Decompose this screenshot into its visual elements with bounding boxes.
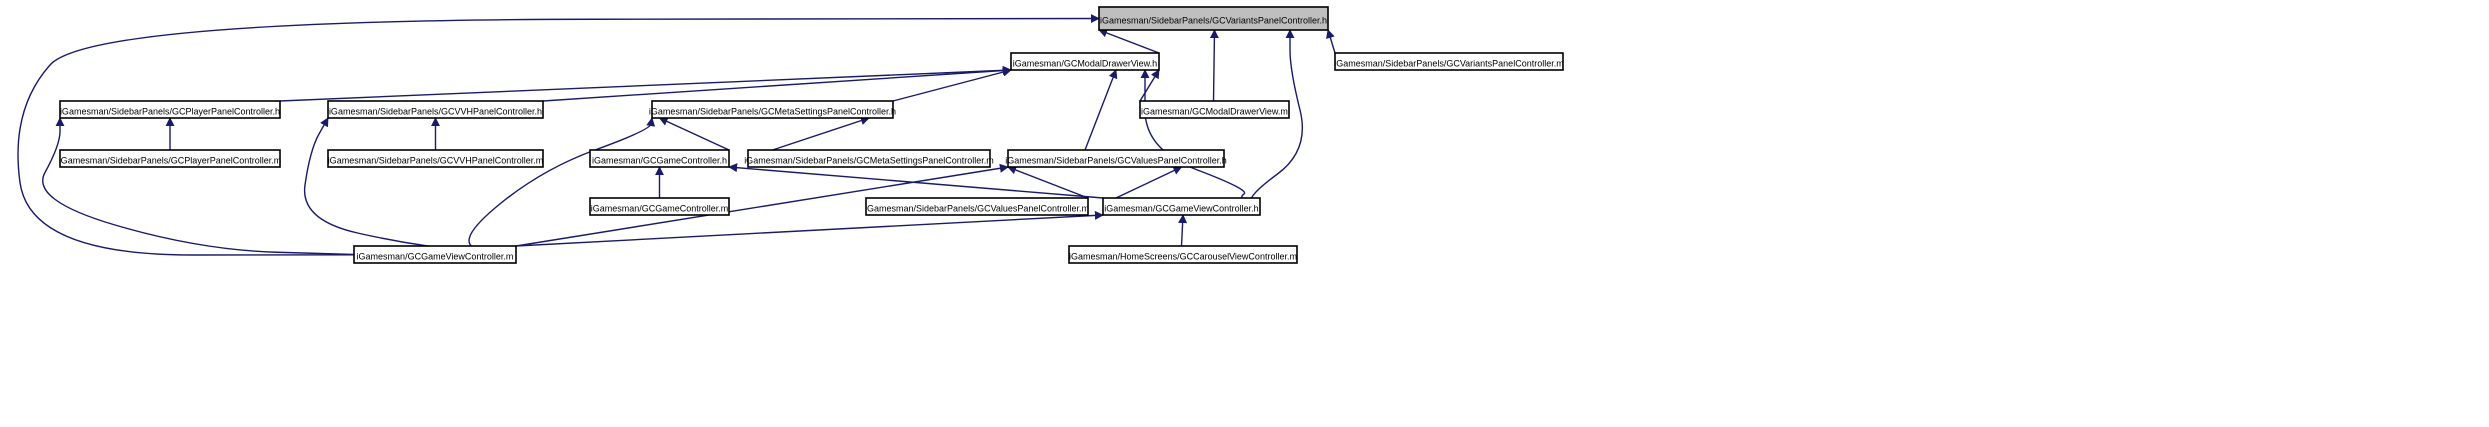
edge-modal_h-to-gameview_h <box>1140 69 1261 208</box>
edge-gameview_h-to-carousel_m <box>1178 214 1188 247</box>
node-label: iGamesman/SidebarPanels/GCPlayerPanelCon… <box>59 156 282 166</box>
edge-meta_h-to-meta_m <box>772 116 870 151</box>
graph-node[interactable]: iGamesman/GCModalDrawerView.m <box>1139 100 1290 119</box>
root-node-box[interactable] <box>1098 6 1329 31</box>
graph-node[interactable]: iGamesman/SidebarPanels/GCPlayerPanelCon… <box>59 100 281 119</box>
graph-node[interactable]: iGamesman/GCGameViewController.h <box>1102 197 1261 216</box>
node-box[interactable] <box>651 100 894 119</box>
node-box[interactable] <box>1139 100 1290 119</box>
edge-meta_h-to-gameview_m <box>468 117 656 256</box>
graph-node[interactable]: iGamesman/HomeScreens/GCCarouselViewCont… <box>1068 245 1298 264</box>
node-label: iGamesman/GCModalDrawerView.m <box>1141 107 1288 117</box>
node-label: iGamesman/SidebarPanels/GCMetaSettingsPa… <box>744 156 994 166</box>
edge-meta_h-to-gamectrl_h <box>658 117 730 151</box>
node-box[interactable] <box>1068 245 1298 264</box>
edge-values_h-to-values_m <box>1007 165 1089 199</box>
node-box[interactable] <box>1007 149 1225 168</box>
graph-node[interactable]: iGamesman/SidebarPanels/GCVariantsPanelC… <box>1098 6 1329 31</box>
graph-node[interactable]: iGamesman/SidebarPanels/GCMetaSettingsPa… <box>744 149 994 168</box>
node-box[interactable] <box>589 197 730 216</box>
edge-root-to-modal_m <box>1209 29 1219 102</box>
edge-gamectrl_h-to-gameview_h <box>728 163 1104 199</box>
edge-vvh_h-to-gameview_m <box>303 117 517 256</box>
edge-gameview_h-to-gameview_m <box>515 210 1104 247</box>
node-box[interactable] <box>1102 197 1261 216</box>
node-label: iGamesman/GCGameViewController.m <box>357 252 514 262</box>
graph-node[interactable]: iGamesman/SidebarPanels/GCPlayerPanelCon… <box>59 149 282 168</box>
node-label: iGamesman/SidebarPanels/GCValuesPanelCon… <box>1005 156 1226 166</box>
node-label: iGamesman/SidebarPanels/GCVVHPanelContro… <box>328 156 544 166</box>
edge-modal_h-to-values_h <box>1084 69 1118 151</box>
graph-node[interactable]: iGamesman/GCModalDrawerView.h <box>1010 52 1160 71</box>
node-label: iGamesman/SidebarPanels/GCValuesPanelCon… <box>865 204 1089 214</box>
node-label: iGamesman/HomeScreens/GCCarouselViewCont… <box>1069 252 1297 262</box>
node-label: iGamesman/GCGameController.m <box>591 204 729 214</box>
nodes-layer: iGamesman/SidebarPanels/GCVariantsPanelC… <box>59 6 1564 264</box>
node-box[interactable] <box>1010 52 1160 71</box>
node-label: iGamesman/SidebarPanels/GCVariantsPanelC… <box>1334 59 1563 69</box>
node-box[interactable] <box>353 245 517 264</box>
node-box[interactable] <box>59 100 281 119</box>
edge-root-to-gameview_m <box>17 14 1100 256</box>
edge-modal_h-to-vvh_h <box>542 66 1012 102</box>
edge-player_h-to-gameview_m <box>42 117 355 256</box>
node-label: iGamesman/SidebarPanels/GCVVHPanelContro… <box>329 107 542 117</box>
node-label: iGamesman/GCGameController.h <box>592 156 727 166</box>
edge-values_h-to-gameview_h <box>1115 166 1183 199</box>
node-box[interactable] <box>327 149 544 168</box>
edge-values_h-to-gameview_m <box>515 163 1009 247</box>
node-label: iGamesman/GCModalDrawerView.h <box>1013 59 1157 69</box>
node-label: iGamesman/GCGameViewController.h <box>1104 204 1258 214</box>
graph-node[interactable]: iGamesman/SidebarPanels/GCValuesPanelCon… <box>865 197 1089 216</box>
graph-node[interactable]: iGamesman/SidebarPanels/GCVariantsPanelC… <box>1334 52 1564 71</box>
node-label: iGamesman/SidebarPanels/GCVariantsPanelC… <box>1100 16 1327 26</box>
node-box[interactable] <box>1334 52 1564 71</box>
node-box[interactable] <box>589 149 730 168</box>
edge-modal_h-to-meta_h <box>892 67 1012 102</box>
graph-node[interactable]: iGamesman/SidebarPanels/GCVVHPanelContro… <box>327 100 544 119</box>
edge-modal_h-to-modal_m <box>1139 69 1160 102</box>
graph-node[interactable]: iGamesman/GCGameViewController.m <box>353 245 517 264</box>
edge-modal_h-to-player_h <box>279 65 1012 102</box>
node-label: iGamesman/SidebarPanels/GCPlayerPanelCon… <box>60 107 280 117</box>
graph-node[interactable]: iGamesman/SidebarPanels/GCValuesPanelCon… <box>1005 149 1227 168</box>
graph-node[interactable]: iGamesman/SidebarPanels/GCMetaSettingsPa… <box>649 100 896 119</box>
graph-node[interactable]: iGamesman/GCGameController.h <box>589 149 730 168</box>
edge-root-to-modal_h <box>1098 28 1160 54</box>
node-box[interactable] <box>747 149 991 168</box>
node-box[interactable] <box>327 100 544 119</box>
node-box[interactable] <box>865 197 1089 216</box>
graph-node[interactable]: iGamesman/GCGameController.m <box>589 197 730 216</box>
graph-node[interactable]: iGamesman/SidebarPanels/GCVVHPanelContro… <box>327 149 544 168</box>
node-label: iGamesman/SidebarPanels/GCMetaSettingsPa… <box>649 107 896 117</box>
edge-root-to-variants_m <box>1326 29 1336 54</box>
node-box[interactable] <box>59 149 281 168</box>
